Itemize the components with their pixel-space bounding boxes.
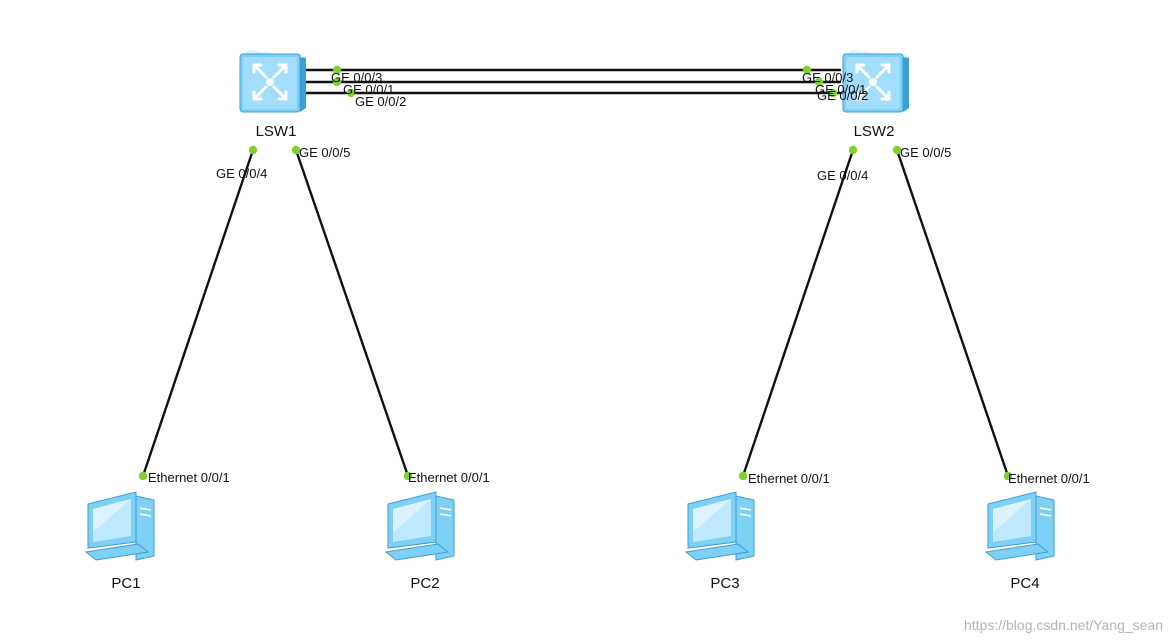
device-label-pc3: PC3 [710,575,739,592]
device-lsw1[interactable] [239,50,306,113]
port-label-lsw1: GE 0/0/1 [343,82,394,97]
device-pc2[interactable] [384,491,455,561]
pc-icon [984,491,1055,561]
port-label-lsw2: GE 0/0/2 [817,88,868,103]
device-label-pc4: PC4 [1010,575,1039,592]
port-dot-lsw1 [332,65,342,75]
port-label-pc3: Ethernet 0/0/1 [748,471,830,486]
port-label-pc4: Ethernet 0/0/1 [1008,471,1090,486]
port-label-lsw1: GE 0/0/5 [299,145,350,160]
link-lsw2-pc3-5[interactable] [741,148,855,478]
pc-icon [384,491,455,561]
port-dot-lsw1 [291,145,301,155]
pc-icon [684,491,755,561]
watermark-text: https://blog.csdn.net/Yang_sean [964,617,1163,633]
port-label-lsw2: GE 0/0/4 [817,168,868,183]
link-lsw1-pc1-3[interactable] [141,148,255,478]
device-label-pc2: PC2 [410,575,439,592]
port-dot-lsw2 [814,77,824,87]
port-dot-lsw2 [828,88,838,98]
port-label-lsw1: GE 0/0/4 [216,166,267,181]
port-dot-pc3 [738,471,748,481]
port-dots-layer [138,65,1013,481]
port-dot-lsw1 [346,88,356,98]
link-lsw1-pc2-4[interactable] [294,148,410,478]
port-dot-lsw1 [332,77,342,87]
device-label-lsw1: LSW1 [256,123,297,140]
port-label-lsw2: GE 0/0/5 [900,145,951,160]
port-dot-pc4 [1003,471,1013,481]
device-label-lsw2: LSW2 [854,123,895,140]
port-dot-lsw2 [848,145,858,155]
port-dot-lsw2 [892,145,902,155]
port-label-lsw2: GE 0/0/3 [802,70,853,85]
links-layer [141,68,1010,478]
switch-icon [842,50,909,113]
device-pc1[interactable] [84,491,155,561]
device-pc3[interactable] [684,491,755,561]
device-label-pc1: PC1 [111,575,140,592]
switch-icon [239,50,306,113]
port-label-lsw2: GE 0/0/1 [815,82,866,97]
pc-icon [84,491,155,561]
port-dot-pc2 [403,471,413,481]
port-label-lsw1: GE 0/0/2 [355,94,406,109]
port-dot-lsw2 [802,65,812,75]
device-lsw2[interactable] [842,50,909,113]
link-lsw2-pc4-6[interactable] [895,148,1010,478]
port-label-pc2: Ethernet 0/0/1 [408,470,490,485]
port-label-lsw1: GE 0/0/3 [331,70,382,85]
port-dot-pc1 [138,471,148,481]
port-dot-lsw1 [248,145,258,155]
device-pc4[interactable] [984,491,1055,561]
port-label-pc1: Ethernet 0/0/1 [148,470,230,485]
